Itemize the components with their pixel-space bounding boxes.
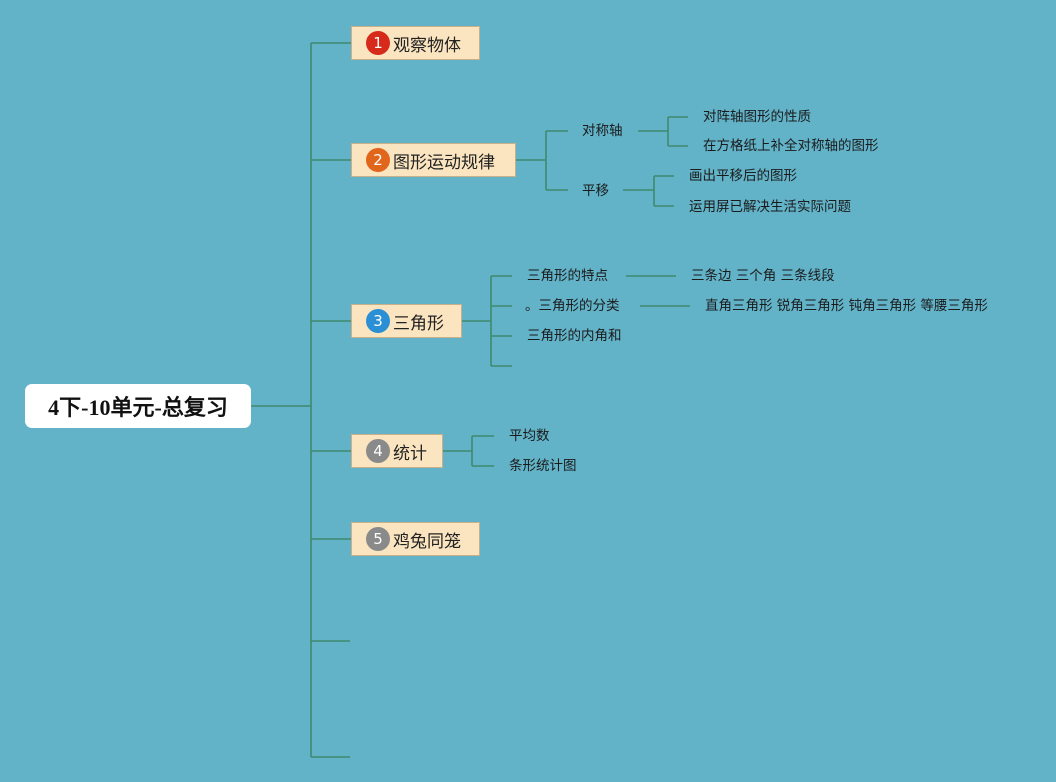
node-triangle-features-detail[interactable]: 三条边 三个角 三条线段 xyxy=(691,268,835,284)
node-triangle-angle-sum[interactable]: 三角形的内角和 xyxy=(527,328,622,344)
node-triangle-features[interactable]: 三角形的特点 xyxy=(527,268,608,284)
topic-label: 观察物体 xyxy=(393,35,461,56)
node-symmetry-complete[interactable]: 在方格纸上补全对称轴的图形 xyxy=(703,138,879,154)
node-translation[interactable]: 平移 xyxy=(582,183,609,199)
node-translation-apply[interactable]: 运用屏已解决生活实际问题 xyxy=(689,199,851,215)
topic-label: 图形运动规律 xyxy=(393,152,495,173)
number-badge-2: 2 xyxy=(366,148,390,172)
topic-observing-objects[interactable]: 1 观察物体 xyxy=(351,26,480,60)
topic-label: 统计 xyxy=(393,443,427,464)
node-average[interactable]: 平均数 xyxy=(509,428,550,444)
node-symmetry-axis[interactable]: 对称轴 xyxy=(582,123,623,139)
node-bar-chart[interactable]: 条形统计图 xyxy=(509,458,577,474)
number-badge-5: 5 xyxy=(366,527,390,551)
node-symmetry-property[interactable]: 对阵轴图形的性质 xyxy=(703,109,811,125)
number-badge-4: 4 xyxy=(366,439,390,463)
node-translation-draw[interactable]: 画出平移后的图形 xyxy=(689,168,797,184)
number-badge-3: 3 xyxy=(366,309,390,333)
topic-figure-motion[interactable]: 2 图形运动规律 xyxy=(351,143,516,177)
topic-statistics[interactable]: 4 统计 xyxy=(351,434,443,468)
topic-label: 鸡兔同笼 xyxy=(393,531,461,552)
node-triangle-classification[interactable]: 。三角形的分类 xyxy=(525,298,620,314)
node-triangle-classification-detail[interactable]: 直角三角形 锐角三角形 钝角三角形 等腰三角形 xyxy=(705,298,988,314)
topic-chicken-rabbit[interactable]: 5 鸡兔同笼 xyxy=(351,522,480,556)
root-node[interactable]: 4下-10单元-总复习 xyxy=(25,384,251,428)
topic-triangle[interactable]: 3 三角形 xyxy=(351,304,462,338)
number-badge-1: 1 xyxy=(366,31,390,55)
topic-label: 三角形 xyxy=(393,313,444,334)
